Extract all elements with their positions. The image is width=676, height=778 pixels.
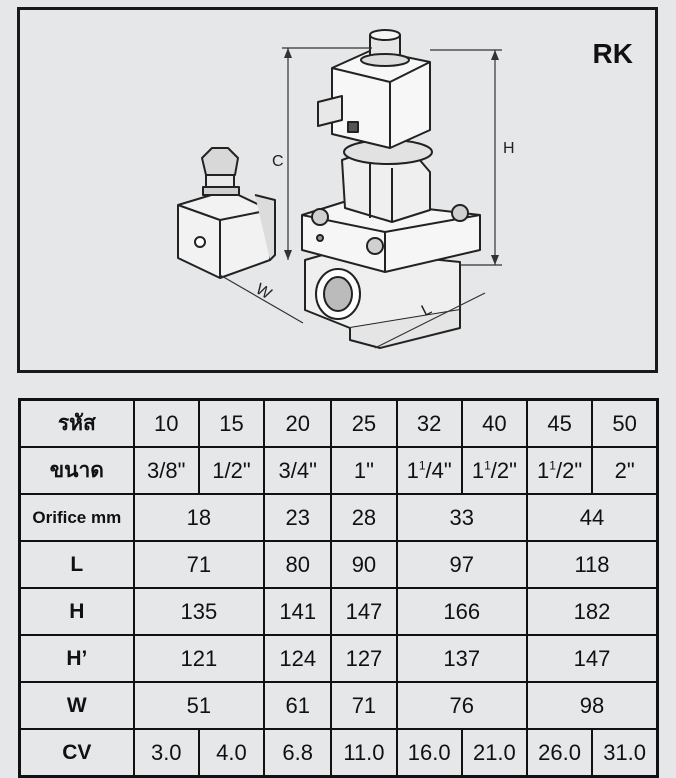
- code-cell: 10: [132, 398, 200, 448]
- table-row-code: รหัส 10 15 20 25 32 40 45 50: [18, 398, 659, 448]
- cv-cell: 31.0: [591, 728, 659, 778]
- h-prime-cell: 137: [395, 634, 528, 683]
- code-cell: 40: [460, 398, 528, 448]
- row-label-w: W: [18, 681, 135, 730]
- dimension-w-label: W: [253, 281, 275, 304]
- cv-cell: 16.0: [395, 728, 463, 778]
- orifice-cell: 44: [525, 493, 659, 542]
- size-cell: 3/8": [132, 446, 200, 495]
- size-cell: 2": [591, 446, 659, 495]
- table-row-w: W 51 61 71 76 98: [18, 681, 659, 730]
- h-prime-cell: 121: [132, 634, 266, 683]
- h-cell: 141: [263, 587, 333, 636]
- size-cell: 11/2": [460, 446, 528, 495]
- orifice-cell: 23: [263, 493, 333, 542]
- row-label-h-prime: H’: [18, 634, 135, 683]
- dimension-h-label: H: [503, 140, 515, 157]
- row-label-cv: CV: [18, 728, 135, 778]
- table-row-size: ขนาด 3/8" 1/2" 3/4" 1" 11/4" 11/2" 11/2"…: [18, 446, 659, 495]
- orifice-cell: 18: [132, 493, 266, 542]
- solenoid-valve-drawing: C H W L: [177, 29, 515, 349]
- orifice-cell: 33: [395, 493, 528, 542]
- size-cell: 1/2": [197, 446, 266, 495]
- l-cell: 80: [263, 540, 333, 589]
- table-row-h: H 135 141 147 166 182: [18, 587, 659, 636]
- w-cell: 76: [395, 681, 528, 730]
- size-cell: 11/4": [395, 446, 463, 495]
- table-row-l: L 71 80 90 97 118: [18, 540, 659, 589]
- l-cell: 90: [330, 540, 398, 589]
- cv-cell: 3.0: [132, 728, 200, 778]
- dimension-arrowheads: [284, 48, 499, 265]
- l-cell: 71: [132, 540, 266, 589]
- table-row-orifice: Orifice mm 18 23 28 33 44: [18, 493, 659, 542]
- row-label-l: L: [18, 540, 135, 589]
- w-cell: 98: [525, 681, 659, 730]
- table-row-cv: CV 3.0 4.0 6.8 11.0 16.0 21.0 26.0 31.0: [18, 728, 659, 778]
- code-cell: 50: [591, 398, 659, 448]
- h-prime-cell: 147: [525, 634, 659, 683]
- w-cell: 61: [263, 681, 333, 730]
- dimension-lines: [219, 47, 502, 349]
- h-prime-cell: 124: [263, 634, 333, 683]
- cv-cell: 6.8: [263, 728, 333, 778]
- h-prime-cell: 127: [330, 634, 398, 683]
- h-cell: 135: [132, 587, 266, 636]
- code-cell: 20: [263, 398, 333, 448]
- cv-cell: 4.0: [197, 728, 266, 778]
- dimension-c-label: C: [272, 153, 284, 170]
- size-cell: 1": [330, 446, 398, 495]
- w-cell: 51: [132, 681, 266, 730]
- row-label-code: รหัส: [18, 398, 135, 448]
- valve-body: [301, 29, 481, 349]
- table-row-h-prime: H’ 121 124 127 137 147: [18, 634, 659, 683]
- cv-cell: 26.0: [525, 728, 594, 778]
- orifice-cell: 28: [330, 493, 398, 542]
- l-cell: 118: [525, 540, 659, 589]
- specification-table: รหัส 10 15 20 25 32 40 45 50 ขนาด 3/8" 1…: [18, 398, 659, 778]
- product-drawing-panel: RK: [17, 7, 658, 373]
- side-coil-detail: [177, 147, 276, 279]
- h-cell: 166: [395, 587, 528, 636]
- l-cell: 97: [395, 540, 528, 589]
- code-cell: 15: [197, 398, 266, 448]
- row-label-orifice: Orifice mm: [18, 493, 135, 542]
- h-cell: 147: [330, 587, 398, 636]
- model-label: RK: [592, 38, 633, 69]
- cv-cell: 21.0: [460, 728, 528, 778]
- cv-cell: 11.0: [330, 728, 398, 778]
- w-cell: 71: [330, 681, 398, 730]
- row-label-size: ขนาด: [18, 446, 135, 495]
- row-label-h: H: [18, 587, 135, 636]
- code-cell: 25: [330, 398, 398, 448]
- h-cell: 182: [525, 587, 659, 636]
- code-cell: 32: [395, 398, 463, 448]
- size-cell: 11/2": [525, 446, 594, 495]
- code-cell: 45: [525, 398, 594, 448]
- size-cell: 3/4": [263, 446, 333, 495]
